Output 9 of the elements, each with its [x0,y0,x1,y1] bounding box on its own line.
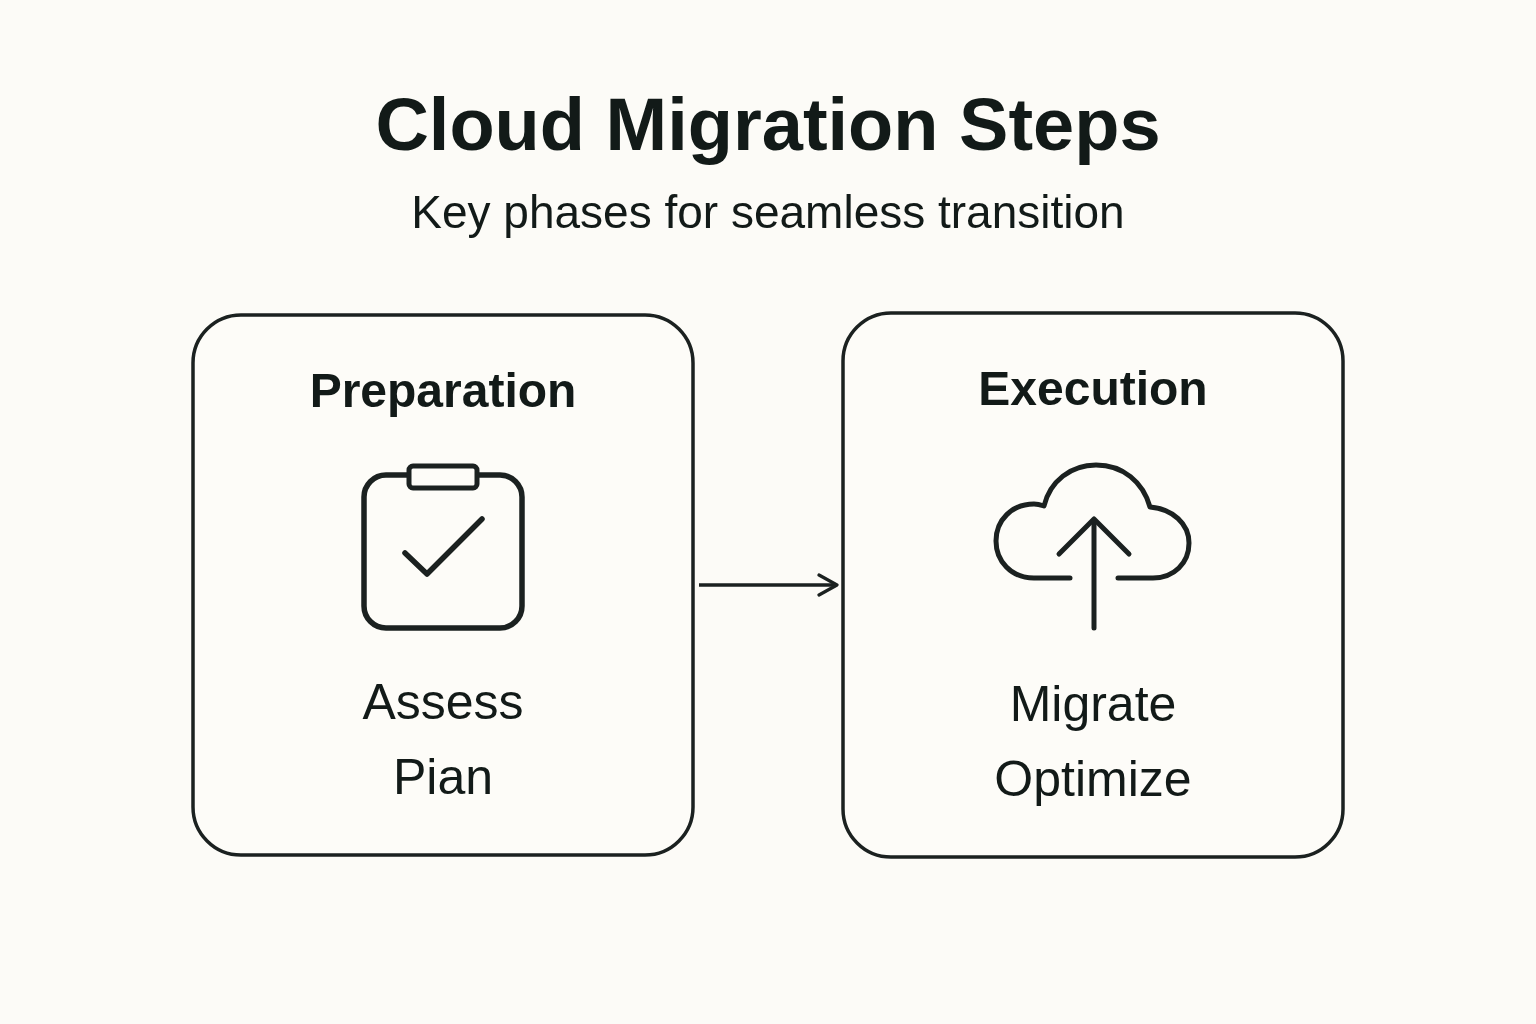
subtitle: Key phases for seamless transition [411,185,1125,241]
step-text: Optimize [994,751,1192,807]
step-text: Assess [362,674,524,730]
diagram-title: Cloud Migration Steps [375,82,1161,168]
step-text: Pian [392,749,494,805]
step-text: Migrate [1009,676,1177,732]
phase-heading: Preparation [309,364,577,417]
arrow [699,573,839,597]
phase-heading: Execution [978,362,1208,415]
